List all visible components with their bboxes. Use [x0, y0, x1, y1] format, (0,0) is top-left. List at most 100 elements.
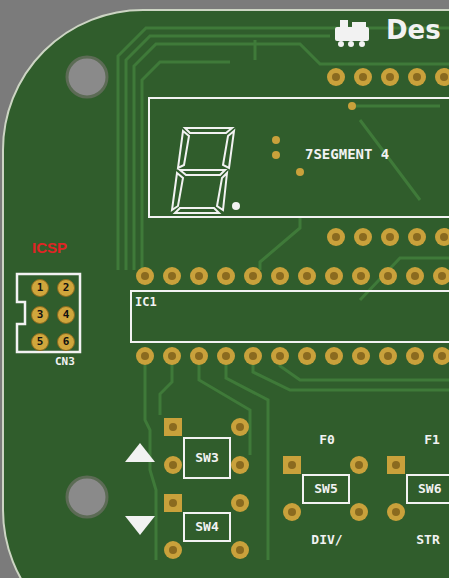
train-logo	[335, 20, 369, 47]
pin-number: 2	[63, 282, 70, 294]
drill-hole	[359, 73, 367, 81]
drill-hole	[222, 352, 230, 360]
drill-hole	[440, 73, 448, 81]
round-pad	[163, 347, 181, 365]
drill-hole	[357, 272, 365, 280]
function-label: STR	[416, 533, 439, 547]
drill-hole	[236, 423, 244, 431]
through-hole-pads	[136, 68, 449, 559]
pin-number: 3	[37, 309, 44, 321]
square-pad	[164, 494, 182, 512]
round-pad	[379, 267, 397, 285]
connector-outline-path	[17, 274, 80, 352]
silkscreen-label: CN3	[55, 356, 75, 368]
round-pad	[350, 503, 368, 521]
drill-hole	[169, 423, 177, 431]
round-pad	[136, 347, 154, 365]
round-pad	[298, 347, 316, 365]
icsp-connector: ICSPCN3123456	[15, 272, 82, 354]
drill-hole	[355, 461, 363, 469]
drill-hole	[392, 461, 400, 469]
round-pad	[231, 541, 249, 559]
round-pad	[354, 228, 372, 246]
round-pad	[164, 456, 182, 474]
function-label: DIV/	[311, 533, 342, 547]
silkscreen-label: SW5	[314, 482, 337, 496]
drill-hole	[276, 352, 284, 360]
drill-hole	[249, 352, 257, 360]
drill-hole	[249, 272, 257, 280]
round-pad	[352, 347, 370, 365]
round-pad	[354, 68, 372, 86]
round-pad	[433, 347, 449, 365]
drill-hole	[195, 272, 203, 280]
round-pad	[271, 347, 289, 365]
drill-hole	[169, 546, 177, 554]
drill-hole	[141, 352, 149, 360]
drill-hole	[438, 352, 446, 360]
brand-text: Des	[386, 16, 441, 45]
drill-hole	[195, 352, 203, 360]
round-pad	[408, 228, 426, 246]
drill-hole	[288, 461, 296, 469]
round-pad	[406, 267, 424, 285]
pin-number: 5	[31, 333, 49, 351]
round-pad	[298, 267, 316, 285]
pin-number: 3	[31, 306, 49, 324]
round-pad	[327, 68, 345, 86]
drill-hole	[355, 508, 363, 516]
copper-traces	[118, 28, 449, 560]
drill-hole	[332, 73, 340, 81]
drill-hole	[168, 272, 176, 280]
round-pad	[231, 456, 249, 474]
drill-hole	[141, 272, 149, 280]
pin-number: 6	[63, 336, 70, 348]
silkscreen-label: SW6	[418, 482, 441, 496]
pin-number: 4	[57, 306, 75, 324]
drill-hole	[386, 233, 394, 241]
drill-hole	[413, 73, 421, 81]
pin-number: 1	[31, 279, 49, 297]
round-pad	[350, 456, 368, 474]
round-pad	[231, 418, 249, 436]
drill-hole	[303, 272, 311, 280]
round-pad	[387, 503, 405, 521]
round-pad	[190, 347, 208, 365]
drill-hole	[236, 499, 244, 507]
pin-number: 5	[37, 336, 44, 348]
round-pad	[435, 68, 449, 86]
round-pad	[271, 267, 289, 285]
drill-hole	[438, 272, 446, 280]
round-pad	[381, 228, 399, 246]
round-pad	[327, 228, 345, 246]
drill-hole	[288, 508, 296, 516]
drill-hole	[411, 272, 419, 280]
drill-hole	[384, 272, 392, 280]
round-pad	[325, 347, 343, 365]
round-pad	[381, 68, 399, 86]
display-outline: 7SEGMENT 4	[148, 97, 449, 218]
drill-hole	[392, 508, 400, 516]
pin-number: 1	[37, 282, 44, 294]
round-pad	[435, 228, 449, 246]
drill-hole	[169, 499, 177, 507]
drill-hole	[303, 352, 311, 360]
function-label: F1	[424, 433, 440, 447]
round-pad	[136, 267, 154, 285]
round-pad	[244, 347, 262, 365]
square-pad	[164, 418, 182, 436]
round-pad	[244, 267, 262, 285]
round-pad	[406, 347, 424, 365]
function-label: F0	[319, 433, 335, 447]
drill-hole	[359, 233, 367, 241]
round-pad	[408, 68, 426, 86]
square-pad	[283, 456, 301, 474]
drill-hole	[222, 272, 230, 280]
drill-hole	[330, 352, 338, 360]
silkscreen-label: SW4	[195, 520, 218, 534]
ic-outline: IC1	[130, 290, 449, 343]
pin-number: 2	[57, 279, 75, 297]
round-pad	[379, 347, 397, 365]
silkscreen-label: IC1	[135, 296, 157, 309]
round-pad	[217, 267, 235, 285]
